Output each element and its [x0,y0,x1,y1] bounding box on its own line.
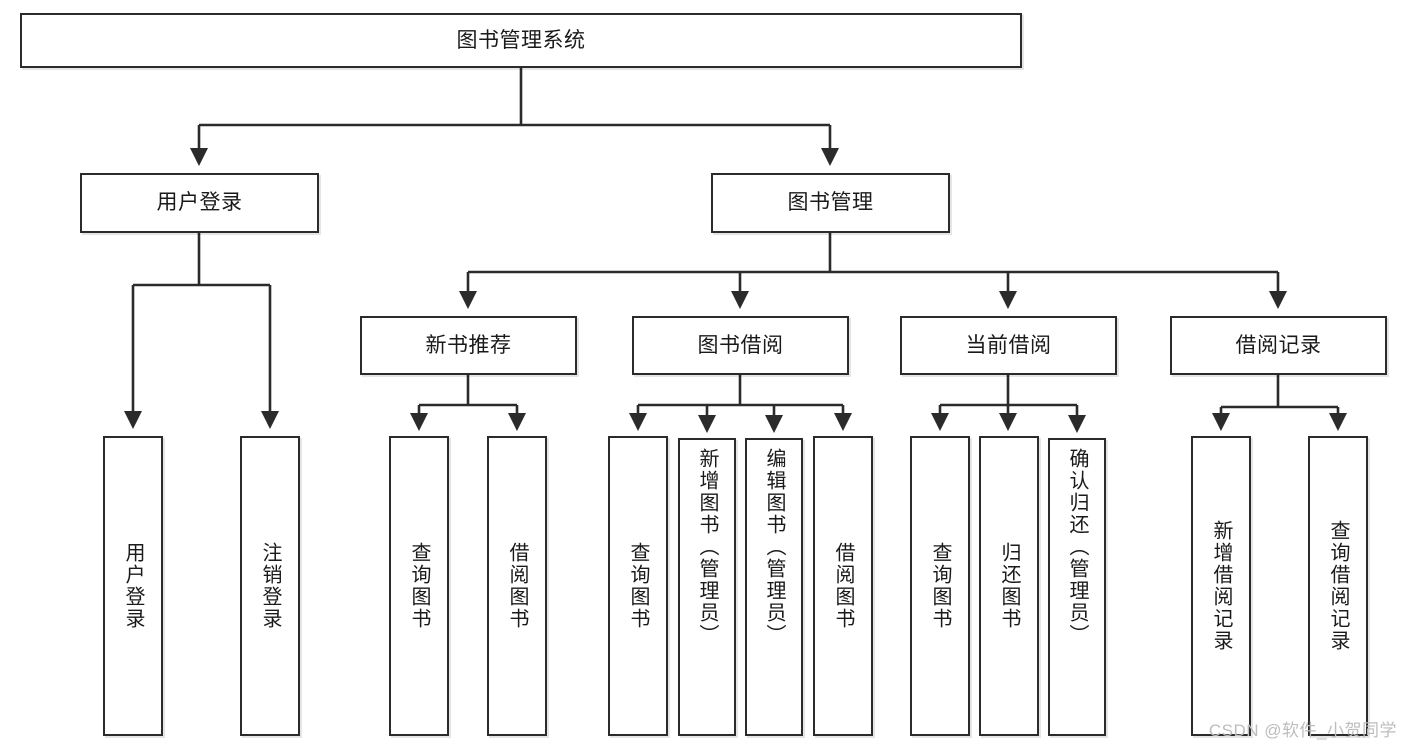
csdn-watermark: CSDN @软件_小贺同学 [1208,721,1397,740]
node-current-borrow-label: 当前借阅 [965,333,1052,357]
leaf-edit-book-admin[interactable]: 编辑图书（管理员） [745,438,803,736]
leaf-confirm-return-admin-label: 确认归还（管理员） [1066,448,1088,646]
leaf-return-book[interactable]: 归还图书 [979,436,1039,736]
leaf-query-book-current-label: 查询图书 [929,542,951,630]
leaf-add-book-admin[interactable]: 新增图书（管理员） [678,438,736,736]
leaf-query-book-borrow-label: 查询图书 [627,542,649,630]
node-book-manage-label: 图书管理 [787,191,874,215]
leaf-borrow-book-recommend-label: 借阅图书 [506,542,528,630]
leaf-query-book-recommend-label: 查询图书 [408,542,430,630]
node-book-borrow[interactable]: 图书借阅 [632,316,849,375]
leaf-add-book-admin-label: 新增图书（管理员） [696,448,718,646]
leaf-add-borrow-record[interactable]: 新增借阅记录 [1191,436,1251,736]
leaf-borrow-book-borrow[interactable]: 借阅图书 [813,436,873,736]
node-borrow-record[interactable]: 借阅记录 [1170,316,1387,375]
node-current-borrow[interactable]: 当前借阅 [900,316,1117,375]
leaf-logout-label: 注销登录 [259,542,281,630]
node-root-label: 图书管理系统 [456,28,586,52]
leaf-user-login-label: 用户登录 [122,542,144,630]
node-user-login-label: 用户登录 [156,191,243,215]
node-book-borrow-label: 图书借阅 [697,333,784,357]
node-user-login[interactable]: 用户登录 [80,173,319,233]
node-book-manage[interactable]: 图书管理 [711,173,950,233]
node-borrow-record-label: 借阅记录 [1235,333,1322,357]
leaf-logout[interactable]: 注销登录 [240,436,300,736]
leaf-borrow-book-recommend[interactable]: 借阅图书 [487,436,547,736]
node-new-book-recommend-label: 新书推荐 [425,333,512,357]
leaf-query-book-current[interactable]: 查询图书 [910,436,970,736]
leaf-user-login[interactable]: 用户登录 [103,436,163,736]
leaf-return-book-label: 归还图书 [998,542,1020,630]
leaf-query-book-borrow[interactable]: 查询图书 [608,436,668,736]
leaf-confirm-return-admin[interactable]: 确认归还（管理员） [1048,438,1106,736]
leaf-edit-book-admin-label: 编辑图书（管理员） [763,448,785,646]
leaf-query-borrow-record[interactable]: 查询借阅记录 [1308,436,1368,736]
node-root[interactable]: 图书管理系统 [20,13,1022,68]
leaf-borrow-book-borrow-label: 借阅图书 [832,542,854,630]
leaf-query-book-recommend[interactable]: 查询图书 [389,436,449,736]
leaf-query-borrow-record-label: 查询借阅记录 [1327,520,1349,652]
leaf-add-borrow-record-label: 新增借阅记录 [1210,520,1232,652]
node-new-book-recommend[interactable]: 新书推荐 [360,316,577,375]
